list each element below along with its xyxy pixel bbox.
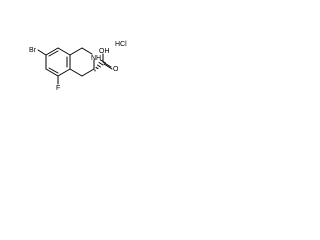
- bond-c3-c4: [81, 68, 95, 77]
- bond-cooh-c=o-2: [103, 63, 113, 70]
- bond-c7-c8: [45, 47, 59, 56]
- hydroxyl-label: OH: [99, 48, 110, 55]
- fluorine-label: F: [56, 85, 60, 92]
- bond-c1-n2: [81, 47, 93, 55]
- bond-c4a-c5: [57, 68, 71, 77]
- bond-c4-c4a: [69, 68, 83, 77]
- molecule-structure: Br F NH OH O HCl: [29, 41, 127, 92]
- hcl-label: HCl: [115, 41, 127, 48]
- bond-c8a-c1: [69, 47, 83, 56]
- nh-label: NH: [91, 55, 101, 62]
- bond-c8-c8a: [57, 47, 71, 56]
- double-bond-c7-c8: [48, 50, 59, 57]
- bond-c7-br: [37, 49, 47, 56]
- carbonyl-oxygen-label: O: [113, 66, 119, 73]
- bromine-label: Br: [29, 47, 37, 54]
- bond-c5-c6: [45, 68, 59, 77]
- bond-cooh-c=o-1: [102, 61, 112, 68]
- double-bond-c5-c6: [48, 67, 59, 74]
